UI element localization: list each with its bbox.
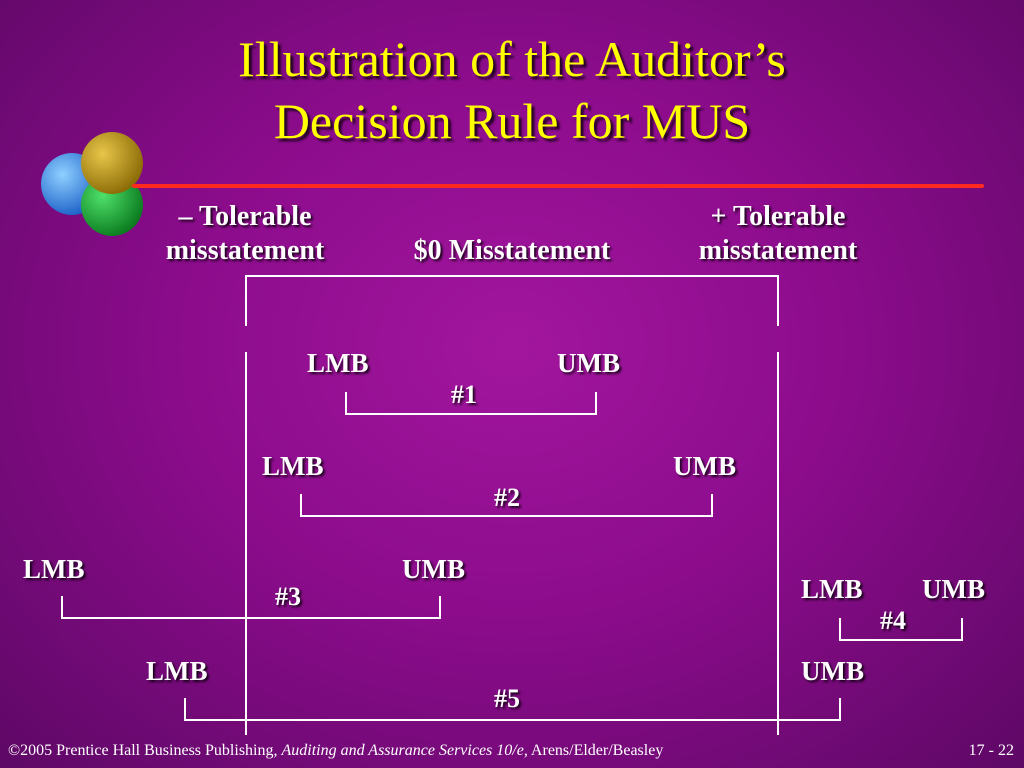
title-line-1: Illustration of the Auditor’s: [238, 31, 786, 87]
negative-tolerable-header: – Tolerable misstatement: [130, 200, 360, 268]
positive-tolerable-line-2: misstatement: [698, 235, 858, 266]
case-5-upper-bound: UMB: [801, 656, 864, 686]
case-4-upper-bound: UMB: [922, 574, 985, 604]
case-3-lower-bound: LMB: [23, 554, 85, 584]
slide-number: 17 - 22: [968, 742, 1014, 759]
footer-book-title: Auditing and Assurance Services 10/e,: [281, 742, 528, 759]
slide-title: Illustration of the Auditor’s Decision R…: [80, 28, 944, 152]
case-2-bracket: [300, 494, 713, 517]
three-circles-logo-icon: [41, 132, 143, 236]
zero-misstatement-header: $0 Misstatement: [413, 235, 611, 266]
copyright-footer: ©2005 Prentice Hall Business Publishing,…: [8, 742, 663, 760]
footer-authors: Arens/Elder/Beasley: [527, 742, 664, 759]
case-1-bracket: [345, 392, 597, 415]
case-4-lower-bound: LMB: [801, 574, 863, 604]
case-2-lower-bound: LMB: [262, 451, 324, 481]
case-3-upper-bound: UMB: [402, 554, 465, 584]
title-line-2: Decision Rule for MUS: [273, 93, 751, 149]
tolerable-range-bracket: [245, 275, 779, 326]
case-5-lower-bound: LMB: [146, 656, 208, 686]
positive-tolerable-header: + Tolerable misstatement: [662, 200, 894, 268]
case-1-label: #1: [451, 380, 477, 409]
case-2-upper-bound: UMB: [673, 451, 736, 481]
title-underline: [132, 184, 984, 188]
case-3-label: #3: [275, 582, 301, 611]
case-1-lower-bound: LMB: [307, 348, 369, 378]
footer-prefix: ©2005 Prentice Hall Business Publishing,: [8, 742, 282, 759]
negative-tolerable-line-1: – Tolerable: [178, 201, 312, 232]
case-5-label: #5: [494, 684, 520, 713]
case-5-bracket: [184, 698, 841, 721]
case-3-bracket: [61, 596, 441, 619]
positive-tolerable-line-1: + Tolerable: [710, 201, 846, 232]
case-1-upper-bound: UMB: [557, 348, 620, 378]
case-4-label: #4: [880, 606, 906, 635]
case-2-label: #2: [494, 483, 520, 512]
negative-tolerable-line-2: misstatement: [165, 235, 325, 266]
case-4-bracket: [839, 618, 963, 641]
